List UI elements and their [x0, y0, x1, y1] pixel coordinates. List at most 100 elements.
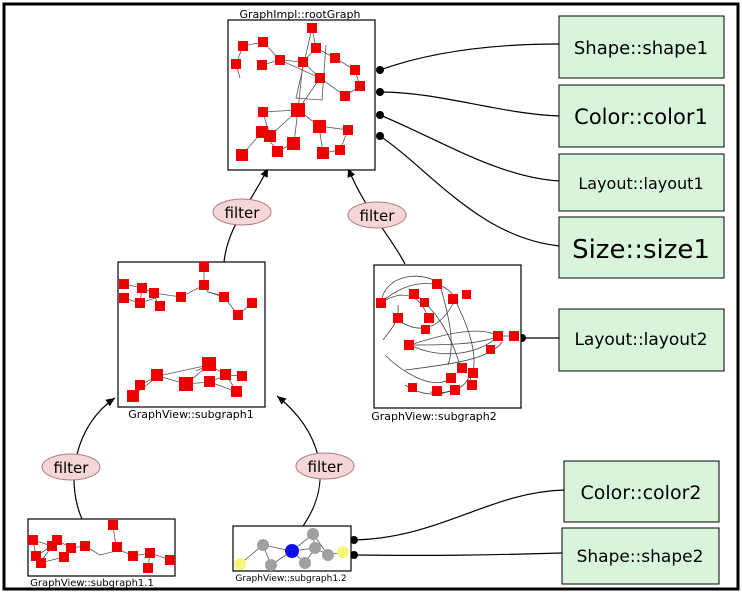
- graph-node: [59, 552, 69, 562]
- graph-node: [462, 290, 471, 299]
- connector-dot-layout1: [376, 111, 384, 119]
- graph-node: [258, 107, 268, 117]
- property-label: Size::size1: [572, 235, 710, 265]
- graph-node: [128, 551, 138, 561]
- graph-label: GraphView::subgraph1.2: [235, 574, 346, 584]
- connector-layout1: [379, 114, 561, 182]
- graph-node: [66, 543, 76, 553]
- graph-node: [509, 331, 519, 341]
- graph-node: [337, 546, 349, 558]
- connector-dot-shape1: [376, 66, 384, 74]
- graph-node: [409, 289, 419, 299]
- graph-node: [231, 386, 242, 397]
- filter-node-2: filter: [347, 201, 407, 229]
- filter-node-1: filter: [212, 198, 272, 226]
- property-label: Layout::layout1: [578, 174, 703, 193]
- property-label: Color::color2: [581, 482, 702, 504]
- connector-dot-color1: [376, 88, 384, 96]
- graph-node: [317, 147, 329, 159]
- graph-node: [264, 130, 276, 142]
- graph-node: [135, 380, 145, 390]
- graph-node: [285, 544, 299, 558]
- filter-node-4: filter: [295, 452, 355, 480]
- connector-dot-color2: [350, 536, 358, 544]
- graph-label: GraphView::subgraph1.1: [30, 578, 154, 589]
- graph-node: [424, 313, 434, 323]
- graph-node: [275, 55, 285, 65]
- property-color1: Color::color1: [558, 84, 725, 148]
- graph-nodes: [376, 279, 519, 396]
- graph-node: [376, 298, 386, 308]
- subgraph11-panel: GraphView::subgraph1.1: [27, 518, 176, 589]
- property-label: Shape::shape1: [574, 38, 708, 59]
- graph-node: [238, 41, 248, 51]
- property-label: Layout::layout2: [574, 330, 707, 350]
- graph-node: [307, 23, 317, 33]
- graph-nodes: [234, 528, 349, 571]
- property-layout1: Layout::layout1: [558, 153, 725, 212]
- connector-size1: [379, 135, 561, 247]
- property-shape2: Shape::shape2: [561, 527, 720, 585]
- connector-shape1: [379, 43, 561, 71]
- graph-node: [309, 542, 321, 554]
- graph-node: [135, 298, 145, 308]
- graph-node: [311, 43, 321, 53]
- filter-label: filter: [225, 204, 261, 222]
- graph-node: [450, 385, 460, 395]
- property-label: Color::color1: [574, 105, 708, 129]
- graph-node: [236, 149, 248, 161]
- graph-node: [219, 292, 229, 302]
- subgraph2-panel: GraphView::subgraph2: [371, 264, 522, 423]
- graph-nodes: [28, 520, 175, 573]
- graph-node: [467, 380, 477, 390]
- graph-node: [112, 542, 122, 552]
- graph-node: [165, 555, 175, 565]
- graph-node: [179, 377, 193, 391]
- connector-color1: [379, 91, 561, 117]
- connector-dot-size1: [376, 132, 384, 140]
- graph-node: [237, 371, 247, 381]
- graph-node: [52, 535, 62, 545]
- graph-node: [155, 301, 165, 311]
- graph-node: [247, 298, 257, 308]
- connector-color2: [353, 489, 565, 541]
- graph-node: [145, 548, 155, 558]
- graph-node: [343, 125, 353, 135]
- graph-node: [265, 559, 277, 571]
- graph-node: [199, 280, 209, 290]
- graph-node: [404, 340, 414, 350]
- graph-node: [143, 563, 153, 573]
- graph-node: [287, 137, 300, 150]
- filter-label: filter: [308, 458, 344, 476]
- property-shape1: Shape::shape1: [558, 15, 725, 79]
- graph-node: [28, 535, 38, 545]
- graph-node: [291, 103, 305, 117]
- connector-dot-shape2: [350, 551, 358, 559]
- graph-node: [355, 81, 365, 91]
- graph-node: [299, 557, 311, 569]
- graph-node: [432, 386, 442, 396]
- filter-label: filter: [360, 207, 396, 225]
- graph-node: [272, 146, 283, 157]
- graph-node: [119, 279, 129, 289]
- filter-node-3: filter: [41, 453, 101, 481]
- graph-panel-frame: [227, 19, 376, 171]
- graph-node: [47, 541, 57, 551]
- graph-node: [330, 53, 340, 63]
- root-property-connectors: [376, 43, 561, 247]
- graph-node: [493, 331, 503, 341]
- filter-label: filter: [54, 459, 90, 477]
- graph-node: [313, 120, 326, 133]
- graph-node: [176, 292, 186, 302]
- graph-node: [31, 551, 41, 561]
- graph-node: [457, 363, 467, 373]
- graph-nodes: [231, 23, 365, 161]
- graph-node: [421, 325, 430, 334]
- graph-node: [258, 37, 268, 47]
- graph-nodes: [119, 262, 257, 402]
- graph-node: [257, 60, 267, 70]
- root-graph-panel: GraphImpl::rootGraph: [227, 8, 376, 171]
- graph-node: [119, 293, 129, 303]
